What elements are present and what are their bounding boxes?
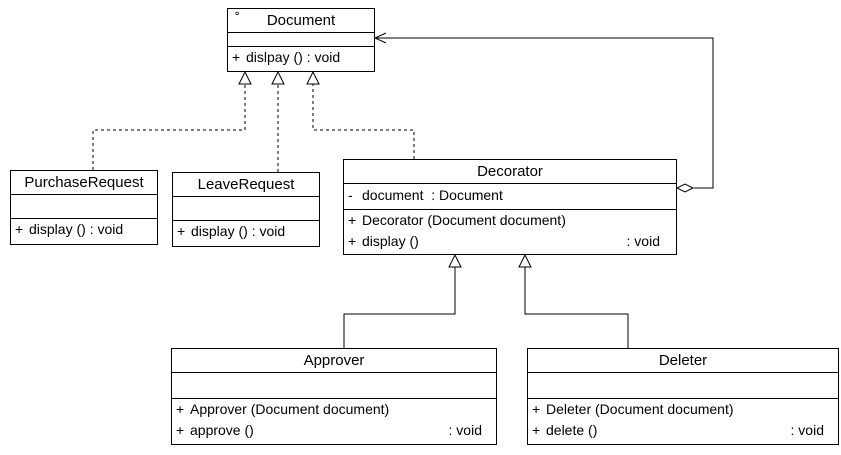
operation-row: +display () : void	[348, 233, 660, 249]
attributes-section	[173, 197, 319, 221]
attributes-section	[172, 373, 496, 399]
class-name: Deleter	[528, 349, 838, 373]
generalization-deleter-decorator	[524, 267, 629, 348]
aggregation-arrowhead	[373, 32, 387, 44]
operations-section: +display () : void	[11, 219, 157, 240]
class-name: ⚬ Document	[228, 9, 374, 33]
operation-row: +dislpay () : void	[232, 49, 341, 65]
class-decorator[interactable]: Decorator -document : Document +Decorato…	[343, 159, 677, 255]
operation-row: +Decorator (Document document)	[348, 212, 566, 228]
realization-arrowhead-leaverequest	[271, 70, 285, 85]
realization-purchaserequest-document	[92, 84, 246, 170]
realization-arrowhead-purchaserequest	[238, 70, 252, 85]
attribute-row: -document : Document	[348, 187, 503, 203]
aggregation-diamond	[675, 183, 695, 193]
attributes-section	[11, 195, 157, 219]
operation-row: +display () : void	[15, 221, 124, 237]
generalization-arrowhead-approver	[448, 253, 462, 268]
operation-row: +Deleter (Document document)	[532, 401, 734, 417]
interface-icon: ⚬	[233, 9, 242, 20]
generalization-arrowhead-deleter	[518, 253, 532, 268]
operations-section: +Approver (Document document) +approve (…	[172, 399, 496, 441]
class-name: Decorator	[344, 160, 676, 184]
generalization-approver-decorator	[343, 267, 456, 348]
operations-section: +display () : void	[173, 221, 319, 242]
attributes-section	[228, 33, 374, 47]
operations-section: +dislpay () : void	[228, 47, 374, 68]
attributes-section: -document : Document	[344, 184, 676, 210]
aggregation-decorator-document	[375, 37, 714, 189]
operations-section: +Decorator (Document document) +display …	[344, 210, 676, 252]
class-leaverequest[interactable]: LeaveRequest +display () : void	[172, 172, 320, 247]
class-name: LeaveRequest	[173, 173, 319, 197]
operation-row: +approve () : void	[176, 422, 482, 438]
operations-section: +Deleter (Document document) +delete () …	[528, 399, 838, 441]
operation-row: +display () : void	[177, 223, 286, 239]
class-deleter[interactable]: Deleter +Deleter (Document document) +de…	[527, 348, 839, 445]
operation-row: +delete () : void	[532, 422, 824, 438]
realization-arrowhead-decorator	[306, 70, 320, 85]
class-name: PurchaseRequest	[11, 171, 157, 195]
class-purchaserequest[interactable]: PurchaseRequest +display () : void	[10, 170, 158, 245]
realization-decorator-document	[312, 84, 415, 159]
attributes-section	[528, 373, 838, 399]
class-name: Approver	[172, 349, 496, 373]
class-document[interactable]: ⚬ Document +dislpay () : void	[227, 8, 375, 72]
operation-row: +Approver (Document document)	[176, 401, 390, 417]
class-approver[interactable]: Approver +Approver (Document document) +…	[171, 348, 497, 445]
